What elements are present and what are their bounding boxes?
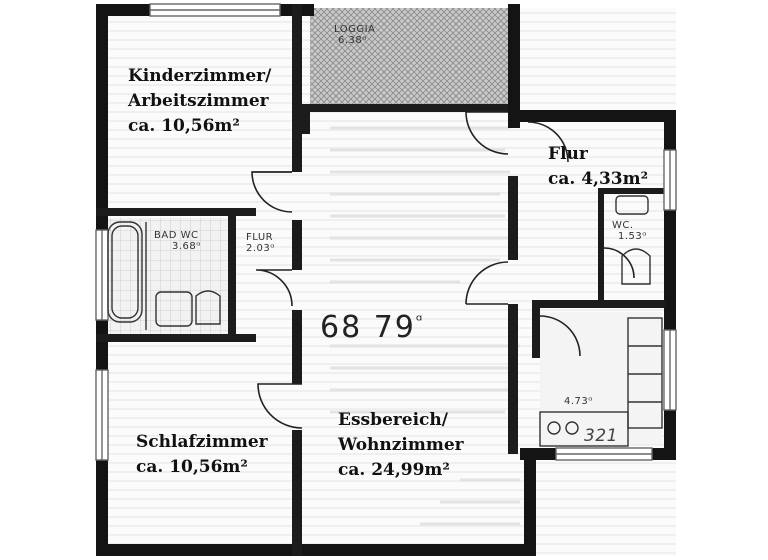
bathroom-fixtures bbox=[107, 221, 221, 330]
handwritten-note: 321 bbox=[584, 426, 618, 446]
kinderzimmer-line2: Arbeitszimmer bbox=[128, 91, 269, 111]
bad-text: BAD WC 3.68ᵅ bbox=[154, 230, 201, 252]
handwritten-note-text: 321 bbox=[584, 426, 618, 446]
total-area-unit: ᵅ bbox=[415, 311, 425, 330]
bathroom-floor bbox=[104, 218, 234, 336]
wohnzimmer-area: ca. 24,99m² bbox=[338, 460, 450, 480]
flur-right-area: ca. 4,33m² bbox=[548, 169, 649, 189]
background-texture bbox=[330, 126, 520, 526]
schlafzimmer-line1: Schlafzimmer bbox=[136, 432, 268, 452]
total-area-value: 68 79 bbox=[320, 310, 416, 345]
flur-small-text: FLUR 2.03ᵅ bbox=[246, 232, 275, 254]
loggia-text: LOGGIA 6.38ᵅ bbox=[334, 24, 375, 46]
wc-fixtures bbox=[615, 195, 651, 285]
label-flur-right: Flur ca. 4,33m² bbox=[548, 142, 648, 192]
bad-name: BAD WC bbox=[154, 230, 199, 241]
wc-name: WC. bbox=[612, 220, 634, 231]
loggia-area bbox=[310, 8, 516, 108]
kitchen-area-text: 4.73ᵅ bbox=[564, 396, 593, 407]
wc-text: WC. 1.53ᵅ bbox=[612, 220, 647, 242]
label-schlafzimmer: Schlafzimmer ca. 10,56m² bbox=[136, 430, 268, 480]
kinderzimmer-area: ca. 10,56m² bbox=[128, 116, 240, 136]
wohnzimmer-line1: Essbereich/ bbox=[338, 410, 448, 430]
kinderzimmer-line1: Kinderzimmer/ bbox=[128, 66, 272, 86]
wc-area-text: 1.53ᵅ bbox=[618, 231, 647, 242]
kitchen-counter bbox=[539, 317, 663, 447]
wohnzimmer-line2: Wohnzimmer bbox=[338, 435, 464, 455]
label-kinderzimmer: Kinderzimmer/ Arbeitszimmer ca. 10,56m² bbox=[128, 64, 271, 139]
flur-right-line1: Flur bbox=[548, 144, 588, 164]
door-swings bbox=[251, 111, 635, 429]
kitchen-text: 4.73ᵅ bbox=[564, 396, 593, 407]
bad-area-text: 3.68ᵅ bbox=[172, 241, 201, 252]
label-wohnzimmer: Essbereich/ Wohnzimmer ca. 24,99m² bbox=[338, 408, 464, 483]
flur-small-name: FLUR bbox=[246, 232, 274, 243]
kitchen-floor bbox=[540, 312, 662, 444]
loggia-area-text: 6.38ᵅ bbox=[338, 35, 367, 46]
interior-walls bbox=[96, 4, 668, 556]
schlafzimmer-area: ca. 10,56m² bbox=[136, 457, 248, 477]
loggia-name: LOGGIA bbox=[334, 24, 376, 35]
windows bbox=[95, 3, 677, 461]
total-area: 68 79ᵅ bbox=[320, 310, 424, 345]
flur-small-area: 2.03ᵅ bbox=[246, 243, 275, 254]
